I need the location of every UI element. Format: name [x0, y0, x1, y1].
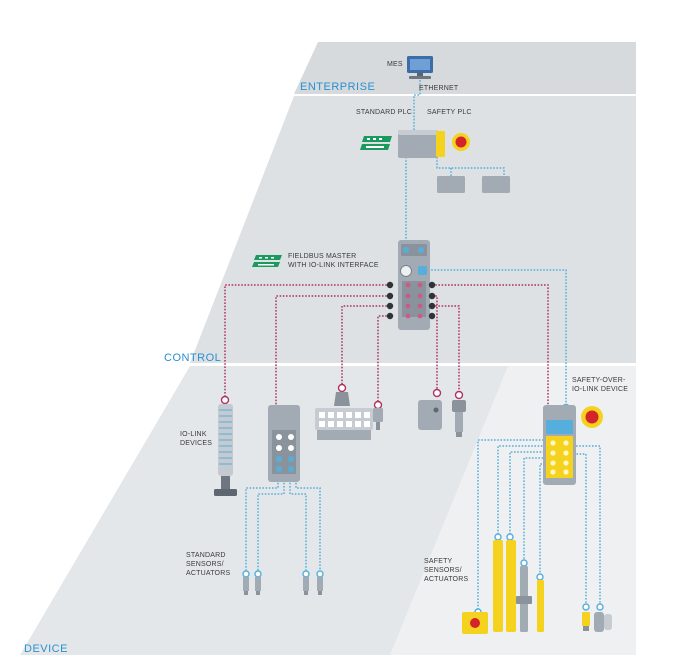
iolink-wire-5 — [432, 295, 438, 390]
safety-sensor-small — [582, 603, 590, 631]
emergency-stop-icon — [581, 406, 603, 428]
mes-computer — [407, 56, 433, 79]
iolink-cylindrical-sensor — [452, 390, 466, 437]
iolink-port-grid — [402, 281, 426, 319]
ethernet-label: ETHERNET — [419, 85, 459, 92]
fieldbus-master-label-1: FIELDBUS MASTER — [288, 253, 356, 260]
safety-sensors-label-1: SAFETY — [424, 558, 453, 565]
standard-sensors-label-2: SENSORS/ — [186, 561, 224, 568]
plc-io-module — [482, 176, 510, 193]
iolink-wire-3 — [341, 305, 390, 385]
control-band — [190, 96, 636, 363]
safety-device-label-2: IO-LINK DEVICE — [572, 386, 628, 393]
plc-module-icon — [398, 130, 445, 158]
safety-over-iolink-module — [543, 403, 576, 485]
standard-plc-label: STANDARD PLC — [356, 109, 412, 116]
iolink-devices-label-1: IO-LINK — [180, 431, 207, 438]
iolink-wire-4 — [377, 315, 390, 402]
standard-sensor — [254, 570, 262, 595]
mes-label: MES — [387, 61, 403, 68]
signal-tower-light — [214, 395, 237, 496]
computer-monitor-icon — [407, 56, 433, 79]
profinet-profisafe-logo-icon — [360, 136, 392, 150]
fieldbus-master-module — [386, 240, 436, 330]
level-title-enterprise: ENTERPRISE — [300, 81, 375, 93]
safety-door-switch — [516, 559, 532, 632]
standard-sensor — [242, 570, 250, 595]
fieldbus-master-label-2: WITH IO-LINK INTERFACE — [288, 262, 379, 269]
iolink-wire-7 — [432, 284, 549, 408]
iolink-devices-label-2: DEVICES — [180, 440, 212, 447]
standard-sensors-label-1: STANDARD — [186, 552, 226, 559]
safety-plc-label: SAFETY PLC — [427, 109, 472, 116]
iolink-wire-6 — [432, 305, 460, 392]
safety-sensors-label-2: SENSORS/ — [424, 567, 462, 574]
iolink-box-device — [418, 388, 442, 430]
enterprise-band — [294, 42, 636, 94]
plc-io-module — [437, 176, 465, 193]
iolink-hub-module — [268, 405, 300, 482]
level-title-device: DEVICE — [24, 643, 68, 655]
level-title-control: CONTROL — [164, 352, 221, 364]
wires — [224, 80, 601, 610]
emergency-stop-box — [462, 608, 488, 634]
safety-device-label-1: SAFETY-OVER- — [572, 377, 626, 384]
iolink-wire-1 — [224, 284, 390, 400]
profinet-logo-icon — [252, 255, 282, 267]
standard-sensors-label-3: ACTUATORS — [186, 570, 230, 577]
iolink-sensor-small — [373, 400, 383, 430]
iolink-wire-2 — [275, 295, 390, 410]
safety-bus-wire — [428, 269, 567, 405]
safety-sensors-label-3: ACTUATORS — [424, 576, 468, 583]
safety-light-curtain — [493, 533, 516, 632]
valve-terminal — [315, 383, 373, 440]
standard-sensor — [316, 570, 324, 595]
emergency-stop-icon — [452, 133, 470, 151]
safety-sensor-slim — [536, 573, 544, 632]
level-bands — [20, 42, 636, 655]
safety-sensor-cylinder — [594, 603, 612, 632]
ethernet-wire — [413, 80, 421, 130]
standard-sensor — [302, 570, 310, 595]
